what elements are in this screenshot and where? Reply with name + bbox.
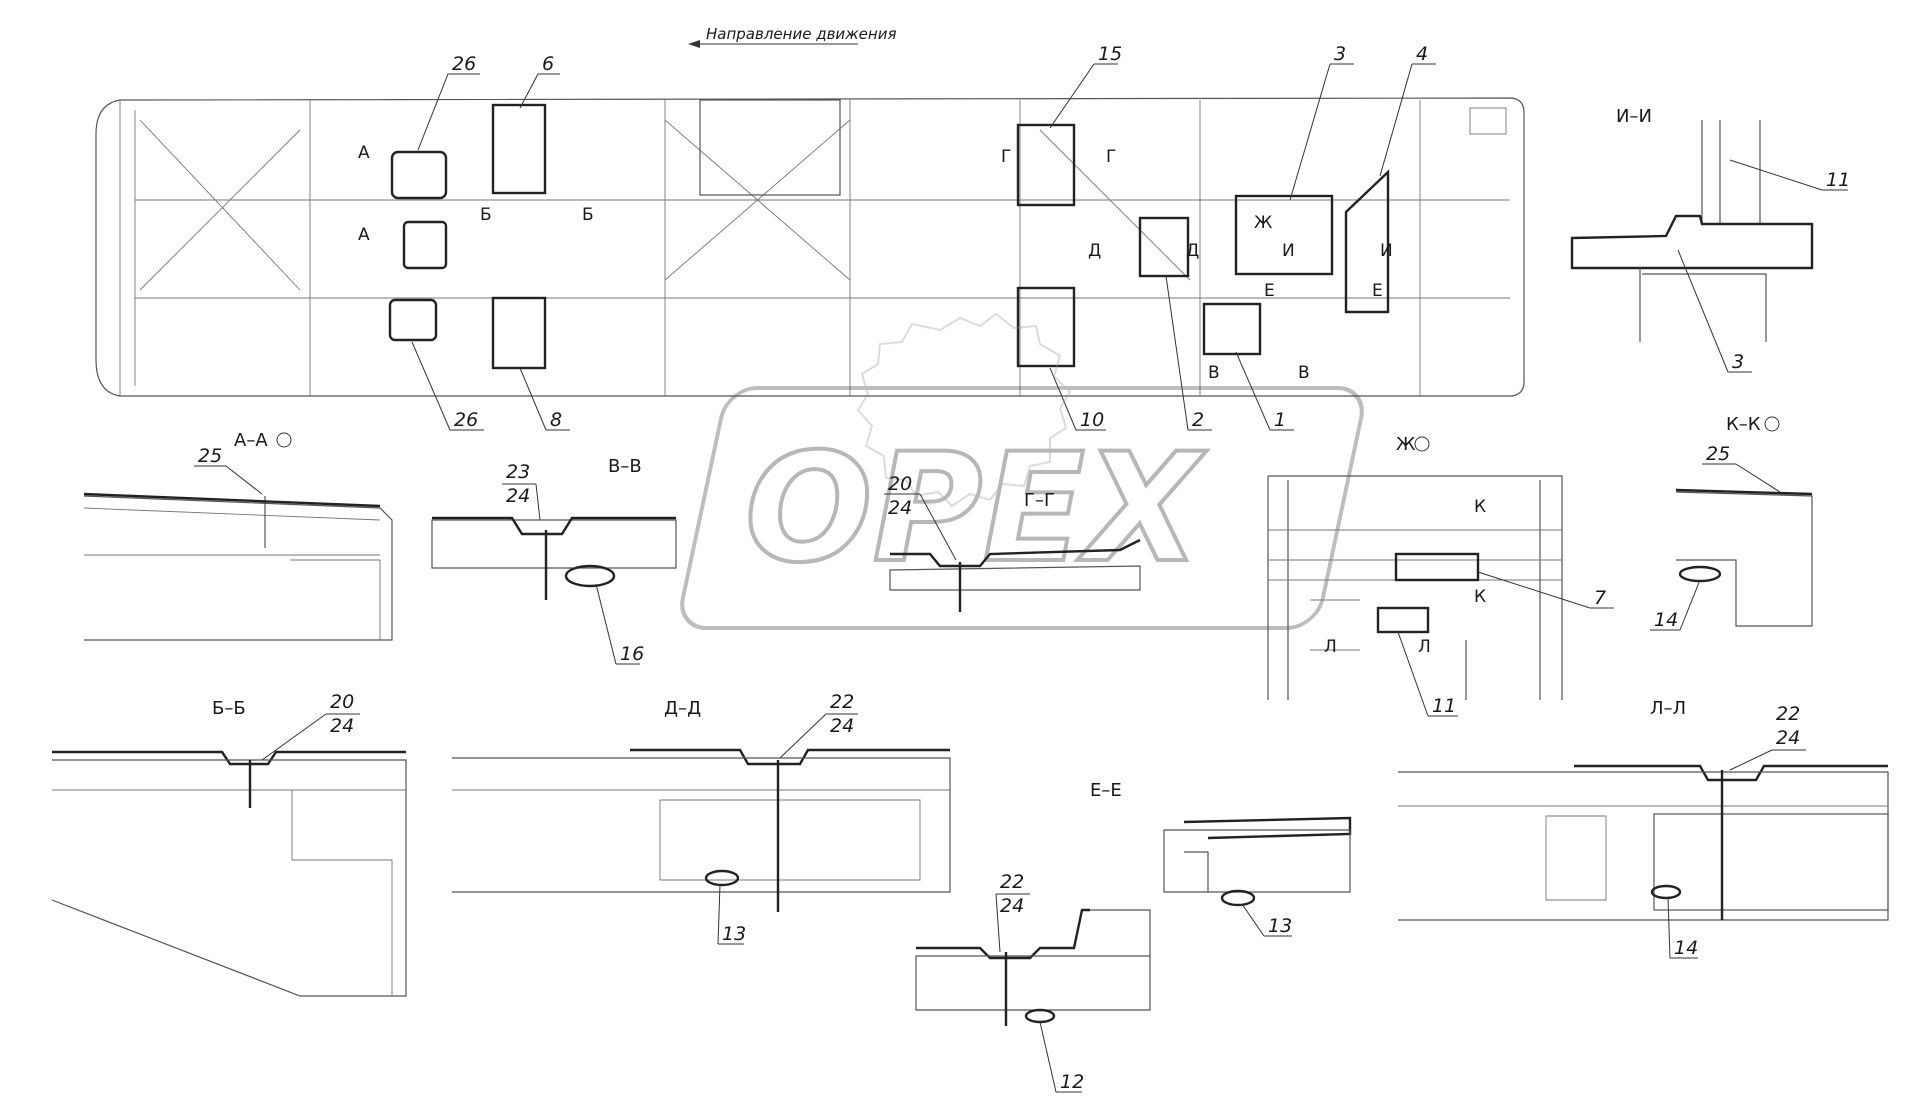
- callout-9: 15: [1098, 43, 1122, 65]
- callout-4: 4: [1416, 43, 1428, 65]
- marker-e1: Е: [1264, 281, 1275, 301]
- marker-a2: А: [358, 225, 370, 245]
- section-bb: Б–Б 20 24: [51, 691, 407, 997]
- section-aa: А–А 25: [83, 430, 393, 641]
- section-ee-title: Е–Е: [1090, 780, 1122, 801]
- section-zh-title: Ж: [1396, 434, 1416, 455]
- section-ii: И–И 11 3: [1570, 106, 1850, 373]
- plan-callouts: 26 6 15 3 4 26 8 10 2 1: [411, 43, 1436, 431]
- callout-23-aa: 25: [198, 445, 222, 467]
- marker-i2: И: [1380, 241, 1393, 261]
- section-aa-title: А–А: [234, 430, 268, 451]
- callout-25-ee: 24: [1000, 895, 1024, 917]
- callout-24: 24: [830, 715, 854, 737]
- marker-d2: Д: [1186, 241, 1199, 261]
- bus-frame-plan: [95, 97, 1525, 397]
- hatch-panels: [388, 103, 1390, 370]
- section-ll-title: Л–Л: [1650, 698, 1686, 719]
- callout-11-ii: 11: [1826, 169, 1850, 191]
- detail-marker-l2: Л: [1418, 637, 1431, 657]
- callout-25-gg: 24: [888, 497, 912, 519]
- marker-g2: Г: [1106, 147, 1116, 167]
- marker-zh: Ж: [1254, 213, 1272, 233]
- marker-i1: И: [1282, 241, 1295, 261]
- detail-marker-k2: К: [1474, 587, 1486, 607]
- section-vv-title: В–В: [608, 456, 642, 477]
- section-ii-title: И–И: [1616, 106, 1652, 127]
- watermark-logo: OPEX: [680, 312, 1364, 630]
- callout-20-bb: 20: [330, 691, 354, 713]
- section-vv: В–В 23 24 16: [431, 456, 677, 665]
- callout-25-vv: 24: [506, 485, 530, 507]
- marker-b2: Б: [582, 205, 594, 225]
- callout-6: 6: [542, 53, 554, 75]
- callout-13: 13: [1268, 915, 1292, 937]
- callout-23-kk: 25: [1706, 443, 1730, 465]
- callout-7: 7: [1594, 587, 1606, 609]
- section-bb-title: Б–Б: [212, 698, 246, 719]
- callout-11-zh: 11: [1432, 695, 1456, 717]
- marker-d1: Д: [1088, 241, 1101, 261]
- callout-22: 23: [506, 461, 530, 483]
- callout-3-top: 3: [1334, 43, 1346, 65]
- marker-v2: В: [1298, 363, 1310, 383]
- detail-marker-l1: Л: [1324, 637, 1337, 657]
- direction-label: Направление движения: [706, 25, 896, 43]
- section-gg: Г–Г 20 24: [884, 473, 1141, 612]
- callout-21-ee: 22: [1000, 871, 1024, 893]
- section-dd: Д–Д 22 24 13: [452, 691, 951, 945]
- callout-17: 16: [620, 643, 644, 665]
- marker-b1: Б: [480, 205, 492, 225]
- callout-26-top: 26: [452, 53, 476, 75]
- callout-12: 12: [1060, 1071, 1084, 1093]
- marker-g1: Г: [1001, 147, 1011, 167]
- callout-1: 1: [1274, 409, 1286, 431]
- section-ll: Л–Л 22 24 14: [1398, 698, 1889, 959]
- callout-14: 14: [1674, 937, 1698, 959]
- callout-20-gg: 20: [888, 473, 912, 495]
- callout-8: 8: [550, 409, 562, 431]
- callout-2: 2: [1192, 409, 1204, 431]
- detail-marker-k1: К: [1474, 497, 1486, 517]
- callout-26-bottom: 26: [454, 409, 478, 431]
- callout-15: 13: [722, 923, 746, 945]
- marker-v1: В: [1208, 363, 1220, 383]
- callout-25-ll: 24: [1776, 727, 1800, 749]
- callout-21-dd: 22: [830, 691, 854, 713]
- callout-21-ll: 22: [1776, 703, 1800, 725]
- watermark-text: OPEX: [745, 422, 1207, 596]
- section-kk: К–К 25 14: [1650, 414, 1813, 631]
- marker-e2: Е: [1372, 281, 1383, 301]
- callout-16: 14: [1654, 609, 1678, 631]
- section-gg-title: Г–Г: [1024, 490, 1055, 511]
- section-dd-title: Д–Д: [664, 698, 701, 719]
- section-kk-title: К–К: [1726, 414, 1761, 435]
- callout-25-bb: 24: [330, 715, 354, 737]
- callout-10: 10: [1080, 409, 1104, 431]
- section-ee: Е–Е 13 22 24 12: [915, 780, 1352, 1093]
- callout-3-ii: 3: [1732, 351, 1744, 373]
- marker-a1: А: [358, 143, 370, 163]
- direction-indicator: Направление движения: [688, 25, 896, 48]
- plan-section-markers: А А Б Б Г Г Д Д Ж И И Е Е В В: [358, 143, 1393, 383]
- section-zh: Ж К К Л Л 7 11: [1267, 434, 1614, 717]
